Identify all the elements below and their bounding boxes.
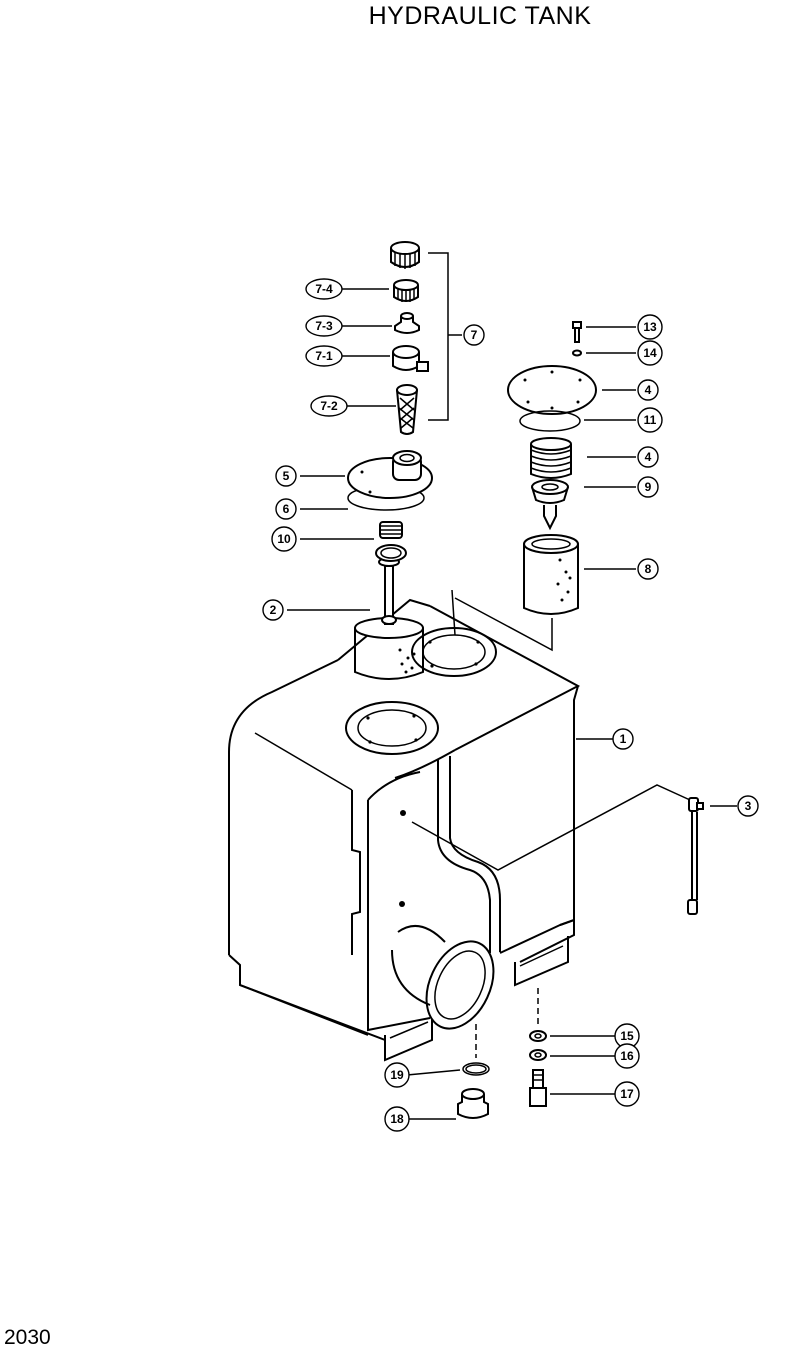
breather-body-part [393,279,419,302]
callout-19-label: 19 [390,1068,404,1082]
assembly-guide-line [451,589,553,652]
breather-strainer-part [396,384,418,435]
cover-gasket-part [347,450,433,511]
o-ring-drain-part [462,1062,490,1076]
callout-10-label: 10 [277,532,291,546]
callout-10: 10 [271,526,297,552]
callout-5-label: 5 [283,469,290,483]
callout-15: 15 [614,1023,640,1049]
breather-adapter-part [394,312,420,334]
plug-part [457,1088,489,1119]
callout-7-2-label: 7-2 [320,399,338,413]
breather-cap-part [390,241,420,269]
callout-14: 14 [637,340,663,366]
callout-7-label: 7 [471,328,478,342]
callout-16: 16 [614,1043,640,1069]
callout-3-label: 3 [745,799,752,813]
callout-2-label: 2 [270,603,277,617]
callout-4-upper-label: 4 [645,383,652,397]
callout-16-label: 16 [620,1049,634,1063]
bellows-part [530,437,572,479]
callout-7-1: 7-1 [305,345,343,367]
bolt-part [572,321,582,343]
callout-2: 2 [262,599,284,621]
drain-cock-part [529,1069,547,1107]
callout-18: 18 [384,1106,410,1132]
callout-9-label: 9 [645,480,652,494]
o-ring-part [519,410,581,432]
callout-7-2: 7-2 [310,395,348,417]
callout-5: 5 [275,465,297,487]
diagram-title-text: HYDRAULIC TANK [368,2,592,30]
callout-19: 19 [384,1062,410,1088]
callout-1: 1 [612,728,634,750]
callout-7-1-label: 7-1 [315,349,333,363]
callout-13-label: 13 [643,320,657,334]
callout-7-3: 7-3 [305,315,343,337]
callout-11: 11 [637,407,663,433]
callout-7-4-label: 7-4 [315,282,333,296]
spring-part [375,521,407,562]
diagram-title: HYDRAULIC TANK [0,2,800,31]
breather-group-bracket [428,252,449,421]
callout-4-upper: 4 [637,379,659,401]
cover-plate-part [507,365,597,415]
washer-part [572,349,582,357]
suction-strainer-part [523,534,579,615]
drain-washer-part [529,1030,547,1042]
callout-8: 8 [637,558,659,580]
callout-6: 6 [275,498,297,520]
callout-17-label: 17 [620,1087,634,1101]
callout-1-label: 1 [620,732,627,746]
callout-14-label: 14 [643,346,657,360]
drain-washer-part-2 [529,1049,547,1061]
callout-17: 17 [614,1081,640,1107]
drain-guide-line [475,988,539,1058]
callout-15-label: 15 [620,1029,634,1043]
callout-4-lower-label: 4 [645,450,652,464]
callout-3: 3 [737,795,759,817]
callout-leaders [287,288,737,1120]
callout-7-3-label: 7-3 [315,319,333,333]
callout-4-lower: 4 [637,446,659,468]
level-gauge-part [411,784,704,915]
callout-11-label: 11 [644,413,657,427]
page-number: 2030 [4,1326,51,1349]
callout-7: 7 [463,324,485,346]
callout-18-label: 18 [390,1112,404,1126]
callout-6-label: 6 [283,502,290,516]
callout-9: 9 [637,476,659,498]
callout-7-4: 7-4 [305,278,343,300]
breather-clamp-part [392,345,429,372]
return-filter-element [354,557,424,680]
callout-8-label: 8 [645,562,652,576]
callout-13: 13 [637,314,663,340]
tank-body [228,598,581,1062]
valve-part [531,479,569,531]
